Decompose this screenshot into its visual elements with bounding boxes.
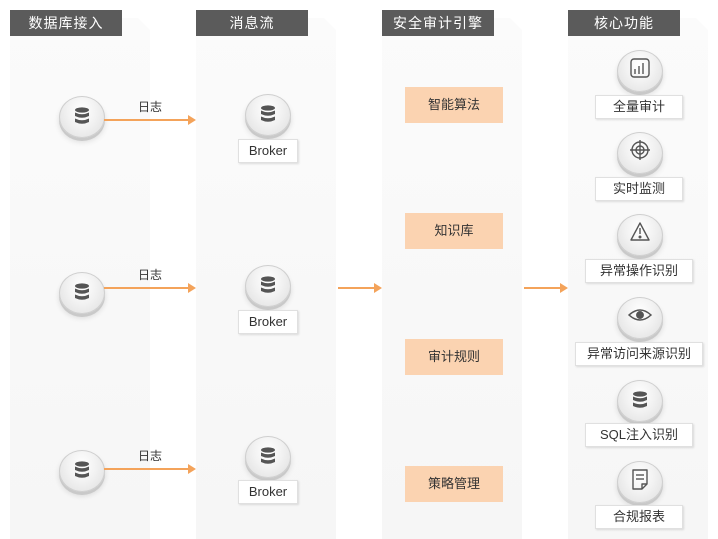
warning-icon xyxy=(630,222,650,241)
engine-module-smart-algorithm: 智能算法 xyxy=(405,87,503,123)
broker-label-1: Broker xyxy=(238,139,298,163)
log-label-2: 日志 xyxy=(138,268,163,282)
engine-module-audit-rules: 审计规则 xyxy=(405,339,503,375)
database-source-3 xyxy=(59,450,105,492)
log-arrow-3 xyxy=(104,464,196,474)
function-disk-compliance-report xyxy=(617,461,663,503)
database-icon xyxy=(261,447,275,464)
function-disk-abnormal-operation xyxy=(617,214,663,256)
eye-icon xyxy=(627,309,653,321)
document-icon xyxy=(632,469,648,490)
column-title-core-functions: 核心功能 xyxy=(568,10,680,36)
function-label-compliance-report: 合规报表 xyxy=(595,505,683,529)
engine-module-knowledge-base: 知识库 xyxy=(405,213,503,249)
column-title-audit-engine: 安全审计引擎 xyxy=(382,10,494,36)
broker-label-3: Broker xyxy=(238,480,298,504)
function-disk-sql-injection xyxy=(617,380,663,422)
bar-chart-icon xyxy=(630,58,650,78)
function-disk-full-audit xyxy=(617,50,663,92)
function-label-realtime-monitoring: 实时监测 xyxy=(595,177,683,201)
database-source-2 xyxy=(59,272,105,314)
log-label-1: 日志 xyxy=(138,100,163,114)
database-icon xyxy=(75,107,89,124)
column-title-message-stream: 消息流 xyxy=(196,10,308,36)
engine-to-functions-arrow xyxy=(524,283,568,293)
broker-disk-2 xyxy=(245,265,291,307)
column-title-db-access: 数据库接入 xyxy=(10,10,122,36)
broker-disk-3 xyxy=(245,436,291,478)
function-disk-abnormal-access-source xyxy=(617,297,663,339)
engine-module-policy-management: 策略管理 xyxy=(405,466,503,502)
function-disk-realtime-monitoring xyxy=(617,132,663,174)
function-label-sql-injection: SQL注入识别 xyxy=(585,423,693,447)
database-icon xyxy=(75,283,89,300)
database-icon xyxy=(261,105,275,122)
broker-disk-1 xyxy=(245,94,291,136)
function-label-full-audit: 全量审计 xyxy=(595,95,683,119)
database-icon xyxy=(75,461,89,478)
function-label-abnormal-operation: 异常操作识别 xyxy=(585,259,693,283)
database-icon xyxy=(633,391,647,408)
log-arrow-2 xyxy=(104,283,196,293)
database-icon xyxy=(261,276,275,293)
stream-to-engine-arrow xyxy=(338,283,382,293)
function-label-abnormal-access-source: 异常访问来源识别 xyxy=(575,342,703,366)
database-source-1 xyxy=(59,96,105,138)
log-arrow-1 xyxy=(104,115,196,125)
broker-label-2: Broker xyxy=(238,310,298,334)
target-icon xyxy=(630,140,650,160)
log-label-3: 日志 xyxy=(138,449,163,463)
